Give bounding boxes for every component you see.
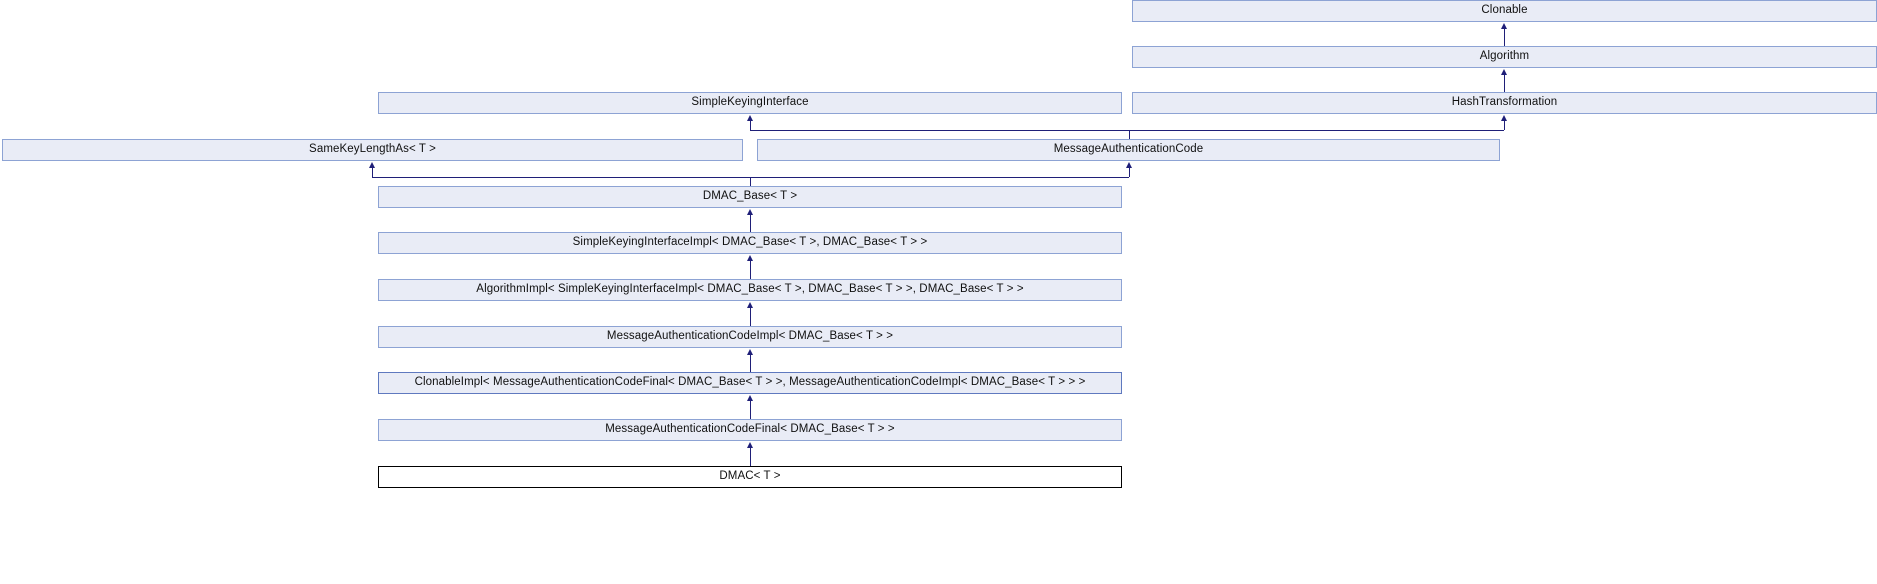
arrowhead-message-authentication-code-impl-to-algorithm-impl [747,302,753,308]
edge-hash-transformation-to-algorithm [1504,71,1505,92]
edge-message-authentication-code-to-hash-transformation [1504,117,1505,130]
edge-message-authentication-code-to-simple-keying-interface [750,117,751,130]
arrowhead-simple-keying-interface-impl-to-dmac-base [747,209,753,215]
edge-message-authentication-code-impl-to-algorithm-impl [750,304,751,326]
edge-message-authentication-code-to-hash-transformation [1129,130,1504,131]
edge-algorithm-to-clonable [1504,25,1505,46]
edge-dmac-base-to-same-key-length-as [372,177,750,178]
edge-message-authentication-code-to-simple-keying-interface [750,130,1129,131]
class-node-simple-keying-interface-impl[interactable]: SimpleKeyingInterfaceImpl< DMAC_Base< T … [378,232,1122,254]
arrowhead-dmac-to-message-authentication-code-final [747,442,753,448]
class-node-label: DMAC_Base< T > [702,190,798,203]
class-node-label: DMAC< T > [719,470,781,483]
edge-dmac-base-to-message-authentication-code [750,177,751,186]
class-node-label: SimpleKeyingInterfaceImpl< DMAC_Base< T … [572,236,928,249]
class-node-label: ClonableImpl< MessageAuthenticationCodeF… [414,376,1086,389]
class-node-algorithm-impl[interactable]: AlgorithmImpl< SimpleKeyingInterfaceImpl… [378,279,1122,301]
class-node-clonable[interactable]: Clonable [1132,0,1877,22]
edge-dmac-base-to-message-authentication-code [750,177,1129,178]
arrowhead-hash-transformation-to-algorithm [1501,69,1507,75]
arrowhead-dmac-base-to-same-key-length-as [369,162,375,168]
arrowhead-message-authentication-code-to-simple-keying-interface [747,115,753,121]
class-node-same-key-length-as[interactable]: SameKeyLengthAs< T > [2,139,743,161]
class-node-message-authentication-code-final[interactable]: MessageAuthenticationCodeFinal< DMAC_Bas… [378,419,1122,441]
edge-message-authentication-code-final-to-clonable-impl [750,397,751,419]
class-node-label: SameKeyLengthAs< T > [309,143,436,156]
edge-clonable-impl-to-message-authentication-code-impl [750,351,751,372]
edge-dmac-base-to-message-authentication-code [1129,164,1130,177]
arrowhead-algorithm-impl-to-simple-keying-interface-impl [747,255,753,261]
edge-dmac-to-message-authentication-code-final [750,444,751,466]
class-node-label: HashTransformation [1451,96,1558,109]
class-node-label: Clonable [1481,4,1528,17]
class-node-label: AlgorithmImpl< SimpleKeyingInterfaceImpl… [476,283,1024,296]
class-node-hash-transformation[interactable]: HashTransformation [1132,92,1877,114]
edge-algorithm-impl-to-simple-keying-interface-impl [750,257,751,279]
class-node-message-authentication-code-impl[interactable]: MessageAuthenticationCodeImpl< DMAC_Base… [378,326,1122,348]
arrowhead-algorithm-to-clonable [1501,23,1507,29]
class-node-clonable-impl[interactable]: ClonableImpl< MessageAuthenticationCodeF… [378,372,1122,394]
class-node-label: MessageAuthenticationCodeFinal< DMAC_Bas… [605,423,895,436]
class-node-dmac[interactable]: DMAC< T > [378,466,1122,488]
class-node-algorithm[interactable]: Algorithm [1132,46,1877,68]
edge-message-authentication-code-to-hash-transformation [1129,130,1130,139]
class-node-label: MessageAuthenticationCodeImpl< DMAC_Base… [606,330,894,343]
class-node-simple-keying-interface[interactable]: SimpleKeyingInterface [378,92,1122,114]
arrowhead-message-authentication-code-final-to-clonable-impl [747,395,753,401]
class-node-dmac-base[interactable]: DMAC_Base< T > [378,186,1122,208]
class-node-label: SimpleKeyingInterface [691,96,809,109]
class-node-label: MessageAuthenticationCode [1053,143,1204,156]
arrowhead-clonable-impl-to-message-authentication-code-impl [747,349,753,355]
class-node-label: Algorithm [1479,50,1530,63]
arrowhead-message-authentication-code-to-hash-transformation [1501,115,1507,121]
edge-simple-keying-interface-impl-to-dmac-base [750,211,751,232]
class-node-message-authentication-code[interactable]: MessageAuthenticationCode [757,139,1500,161]
edge-dmac-base-to-same-key-length-as [372,164,373,177]
arrowhead-dmac-base-to-message-authentication-code [1126,162,1132,168]
